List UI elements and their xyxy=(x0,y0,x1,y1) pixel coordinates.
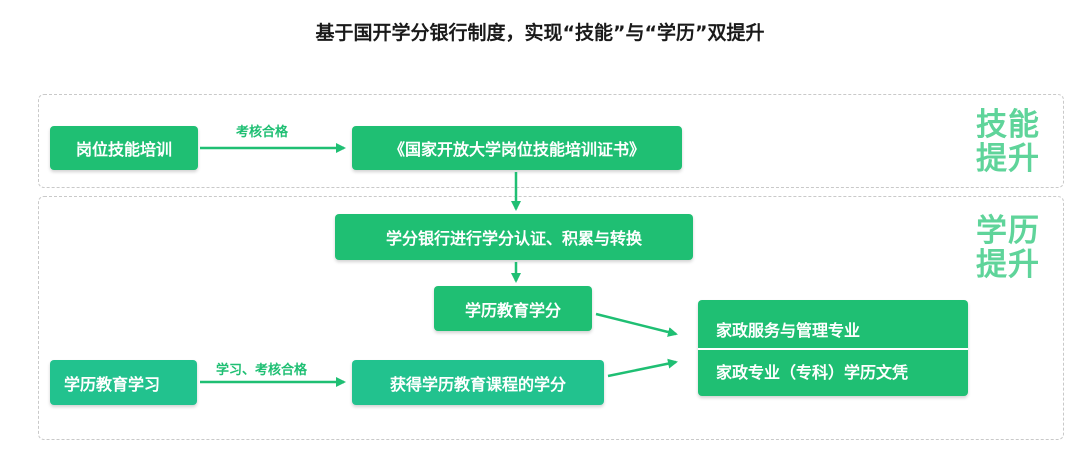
skill-side-label-line1: 技能 xyxy=(976,107,1040,143)
training-box: 岗位技能培训 xyxy=(50,126,198,170)
degree-credit-box: 学历教育学分 xyxy=(434,286,592,331)
result-divider xyxy=(698,348,968,350)
study-exam-label: 学习、考核合格 xyxy=(216,363,308,378)
exam-label: 考核合格 xyxy=(236,125,289,140)
arrow-degree-credit-to-result xyxy=(595,312,678,337)
study-box: 学历教育学习 xyxy=(50,360,197,405)
course-credit-box: 获得学历教育课程的学分 xyxy=(352,360,604,405)
credit-bank-box: 学分银行进行学分认证、积累与转换 xyxy=(335,214,693,260)
result-box: 家政服务与管理专业 家政专业（专科）学历文凭 xyxy=(698,300,968,396)
arrow-course-credit-to-result xyxy=(607,358,678,378)
result-diploma: 家政专业（专科）学历文凭 xyxy=(716,363,909,382)
skill-side-label: 技能 提升 xyxy=(973,108,1043,176)
skill-section xyxy=(38,94,1064,188)
skill-side-label-line2: 提升 xyxy=(976,141,1040,177)
degree-side-label: 学历 提升 xyxy=(973,214,1043,282)
result-major: 家政服务与管理专业 xyxy=(716,321,861,340)
certificate-box: 《国家开放大学岗位技能培训证书》 xyxy=(352,126,682,170)
degree-side-label-line1: 学历 xyxy=(976,213,1040,249)
page-title: 基于国开学分银行制度，实现“技能”与“学历”双提升 xyxy=(315,22,765,44)
degree-side-label-line2: 提升 xyxy=(976,247,1040,283)
degree-section xyxy=(38,196,1064,440)
